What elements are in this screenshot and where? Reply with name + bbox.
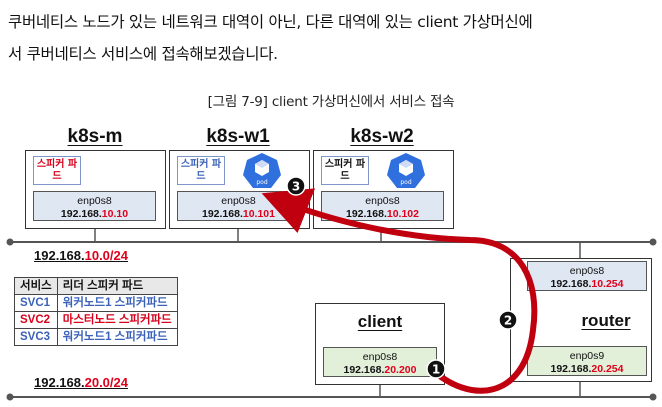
paragraph-line-1: 쿠버네티스 노드가 있는 네트워크 대역이 아닌, 다른 대역에 있는 clie… — [8, 13, 533, 31]
ip-prefix-k8s-w1: 192.168. — [202, 208, 243, 220]
ip-prefix-router-top: 192.168. — [550, 278, 592, 290]
iface-name-router-top: enp0s8 — [569, 265, 605, 277]
figure-caption: [그림 7-9] client 가상머신에서 서비스 접속 — [207, 94, 455, 110]
pod-icon-label: pod — [256, 179, 267, 186]
ip-prefix-client: 192.168. — [343, 364, 385, 376]
traffic-path — [261, 188, 538, 394]
step-label-3: 3 — [292, 180, 300, 194]
step-label-1: 1 — [432, 363, 440, 377]
iface-name-router-bottom: enp0s9 — [569, 350, 605, 362]
table-cell-leader: 워커노드1 스피커파드 — [56, 294, 178, 312]
table-row: SVC3 워커노드1 스피커파드 — [14, 328, 178, 346]
iface-name-k8s-m: enp0s8 — [77, 195, 112, 207]
ip-prefix-k8s-w2: 192.168. — [346, 208, 387, 220]
node-title-k8s-w1: k8s-w1 — [206, 126, 270, 147]
network-label-20: 192.168.20.0/24 — [34, 375, 128, 390]
table-header-leader: 리더 스피커 파드 — [56, 277, 178, 295]
node-title-k8s-w2: k8s-w2 — [350, 126, 414, 147]
speaker-pod-k8s-w2: 스피커 파드 — [321, 156, 369, 185]
node-box-client: client enp0s8 192.168.20.200 — [315, 303, 445, 385]
step-marker-1: 1 — [426, 359, 446, 379]
network-label-20-suffix: 20.0/24 — [84, 375, 128, 390]
network-line-10-end-right — [649, 238, 657, 246]
node-title-client: client — [357, 312, 403, 331]
pod-icon-label: pod — [400, 179, 411, 186]
table-row: SVC1 워커노드1 스피커파드 — [14, 294, 178, 312]
paragraph-line-2: 서 쿠버네티스 서비스에 접속해보겠습니다. — [8, 45, 278, 63]
network-label-10: 192.168.10.0/24 — [34, 248, 128, 263]
table-header-service: 서비스 — [14, 277, 58, 295]
network-label-10-suffix: 10.0/24 — [84, 248, 128, 263]
step-marker-2: 2 — [498, 310, 518, 330]
node-box-k8s-m: 스피커 파드 enp0s8 192.168.10.10 — [25, 150, 166, 229]
node-box-k8s-w2: 스피커 파드 pod enp0s8 192.168.10.102 — [313, 150, 454, 229]
iface-name-client: enp0s8 — [362, 351, 398, 363]
ip-prefix-k8s-m: 192.168. — [60, 208, 102, 220]
ip-suffix-k8s-w2: 10.102 — [386, 208, 419, 220]
network-line-20-end-right — [649, 393, 657, 401]
intro-paragraph: 쿠버네티스 노드가 있는 네트워크 대역이 아닌, 다른 대역에 있는 clie… — [8, 6, 656, 70]
network-line-10-end-left — [6, 238, 14, 246]
ip-suffix-k8s-m: 10.10 — [101, 208, 129, 220]
iface-name-k8s-w1: enp0s8 — [221, 195, 256, 207]
speaker-pod-k8s-w1: 스피커 파드 — [177, 156, 225, 185]
network-line-20-end-left — [6, 393, 14, 401]
step-marker-3: 3 — [286, 176, 306, 196]
step-label-2: 2 — [504, 314, 512, 328]
table-row: SVC2 마스터노드 스피커파드 — [14, 311, 178, 329]
speaker-pod-k8s-m: 스피커 파드 — [33, 156, 81, 185]
node-title-router: router — [581, 311, 631, 330]
pod-icon: pod — [243, 153, 281, 188]
iface-k8s-w2: enp0s8 192.168.10.102 — [321, 191, 444, 221]
table-cell-svc: SVC3 — [14, 328, 58, 346]
network-label-10-prefix: 192.168. — [34, 248, 85, 263]
iface-k8s-m: enp0s8 192.168.10.10 — [33, 191, 156, 221]
ip-suffix-client: 20.200 — [384, 364, 417, 376]
iface-name-k8s-w2: enp0s8 — [365, 195, 400, 207]
node-title-k8s-m: k8s-m — [67, 126, 123, 147]
ip-suffix-router-top: 10.254 — [591, 278, 624, 290]
table-cell-leader: 워커노드1 스피커파드 — [56, 328, 178, 346]
table-header-row: 서비스 리더 스피커 파드 — [14, 277, 178, 295]
ip-suffix-router-bottom: 20.254 — [591, 363, 624, 375]
iface-router-top: enp0s8 192.168.10.254 — [527, 261, 647, 291]
pod-icon: pod — [387, 153, 425, 188]
iface-router-bottom: enp0s9 192.168.20.254 — [527, 346, 647, 376]
network-label-20-prefix: 192.168. — [34, 375, 85, 390]
ip-prefix-router-bottom: 192.168. — [550, 363, 592, 375]
iface-client: enp0s8 192.168.20.200 — [323, 347, 437, 377]
service-leader-table: 서비스 리더 스피커 파드 SVC1 워커노드1 스피커파드 SVC2 마스터노… — [14, 277, 178, 346]
table-cell-leader: 마스터노드 스피커파드 — [56, 311, 178, 329]
